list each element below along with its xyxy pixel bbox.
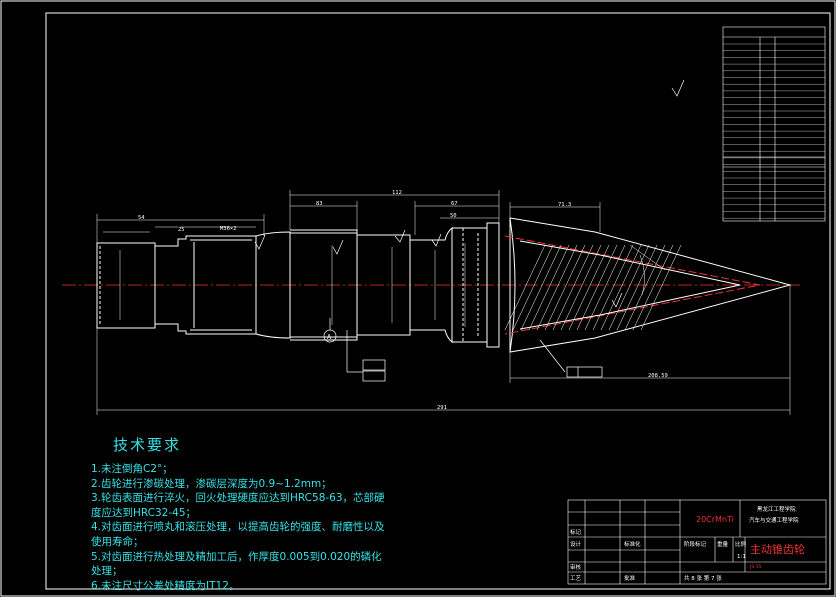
tech-requirement-line: 6.未注尺寸公差处精度为IT12。 [91, 579, 240, 592]
school-line2: 汽车与交通工程学院 [749, 516, 799, 524]
material: 20CrMnTi [696, 515, 734, 524]
dim-25: 25 [178, 227, 185, 233]
tech-requirements-list: 1.未注倒角C2°； 2.齿轮进行渗碳处理，渗碳层深度为0.9~1.2mm； 3.轮… [91, 462, 385, 593]
tech-requirement-line: 2.齿轮进行渗碳处理，渗碳层深度为0.9~1.2mm； [91, 477, 332, 490]
label-approve: 批准 [624, 574, 636, 582]
dim-71: 71.3 [558, 202, 571, 208]
inner-frame [45, 12, 831, 590]
label-stage: 阶段标记 [684, 540, 707, 548]
label-std: 标准化 [624, 540, 641, 548]
dim-54: 54 [138, 215, 145, 221]
tech-requirement-line: 1.未注倒角C2°； [91, 463, 173, 475]
label-check: 审核 [570, 563, 582, 571]
hatch-line [560, 244, 602, 331]
tech-requirement-line: 5.对齿面进行热处理及精加工后，作厚度0.005到0.020的磷化 [91, 550, 382, 563]
school-line1: 黑龙江工程学院 [757, 505, 796, 513]
tech-requirement-line: 度应达到HRC32-45； [91, 506, 197, 519]
section-hatching [504, 244, 682, 331]
shaft-outline [96, 222, 500, 348]
label-process: 工艺 [570, 575, 582, 582]
gear-cone [504, 217, 792, 353]
parameter-table-rows [723, 43, 825, 219]
hatch-line [504, 244, 546, 331]
hatch-line [544, 244, 586, 331]
label-design: 设计 [570, 540, 582, 548]
label-scale: 比例 [735, 540, 747, 548]
hatch-line [584, 244, 626, 331]
hatch-line [568, 244, 610, 331]
hatch-line [528, 244, 570, 331]
hatch-line [640, 244, 682, 331]
drawing-no: JS-15 [749, 564, 762, 570]
tech-requirements-title: 技术要求 [113, 436, 182, 454]
hatch-line [552, 244, 594, 331]
hatch-line [600, 244, 642, 331]
scale-value: 1:1 [737, 554, 746, 560]
title-block-texts: 20CrMnTi 黑龙江工程学院 汽车与交通工程学院 主动锥齿轮 设计 审核 工… [570, 505, 805, 582]
hatch-line [608, 244, 650, 331]
dim-112: 112 [392, 190, 402, 196]
tech-requirement-line: 3.轮齿表面进行淬火，回火处理硬度应达到HRC58-63，芯部硬 [91, 492, 385, 505]
hatch-line [576, 244, 618, 331]
hatch-line [624, 244, 666, 331]
dim-83: 83 [316, 201, 323, 207]
dim-50: 50 [450, 213, 457, 219]
surface-symbols [254, 79, 685, 382]
hatch-line [616, 244, 658, 331]
hatch-line [536, 244, 578, 331]
label-mark: 标记 [570, 528, 582, 536]
tech-requirement-line: 使用寿命； [91, 535, 144, 548]
hatch-line [592, 244, 634, 331]
datum-a: A [327, 333, 332, 341]
hatch-line [512, 244, 554, 331]
dim-67: 67 [451, 201, 458, 207]
dim-total: 291 [437, 405, 447, 411]
part-name: 主动锥齿轮 [750, 542, 805, 556]
parameter-table [722, 26, 826, 222]
tech-requirement-line: 处理； [91, 565, 123, 578]
hatch-line [632, 244, 674, 331]
title-block [567, 499, 827, 585]
dimension-lines [96, 190, 791, 415]
label-weight: 重量 [717, 540, 729, 548]
dimension-texts: 54 112 83 67 50 71.3 25 M36×2 291 208.59… [138, 190, 668, 411]
sheets: 共 8 张 第 7 张 [684, 574, 722, 582]
dim-right: 208.59 [648, 373, 668, 379]
tech-requirement-line: 4.对齿面进行喷丸和滚压处理，以提高齿轮的强度、耐磨性以及 [91, 521, 385, 534]
hatch-line [520, 244, 562, 331]
dim-thread: M36×2 [220, 226, 237, 232]
